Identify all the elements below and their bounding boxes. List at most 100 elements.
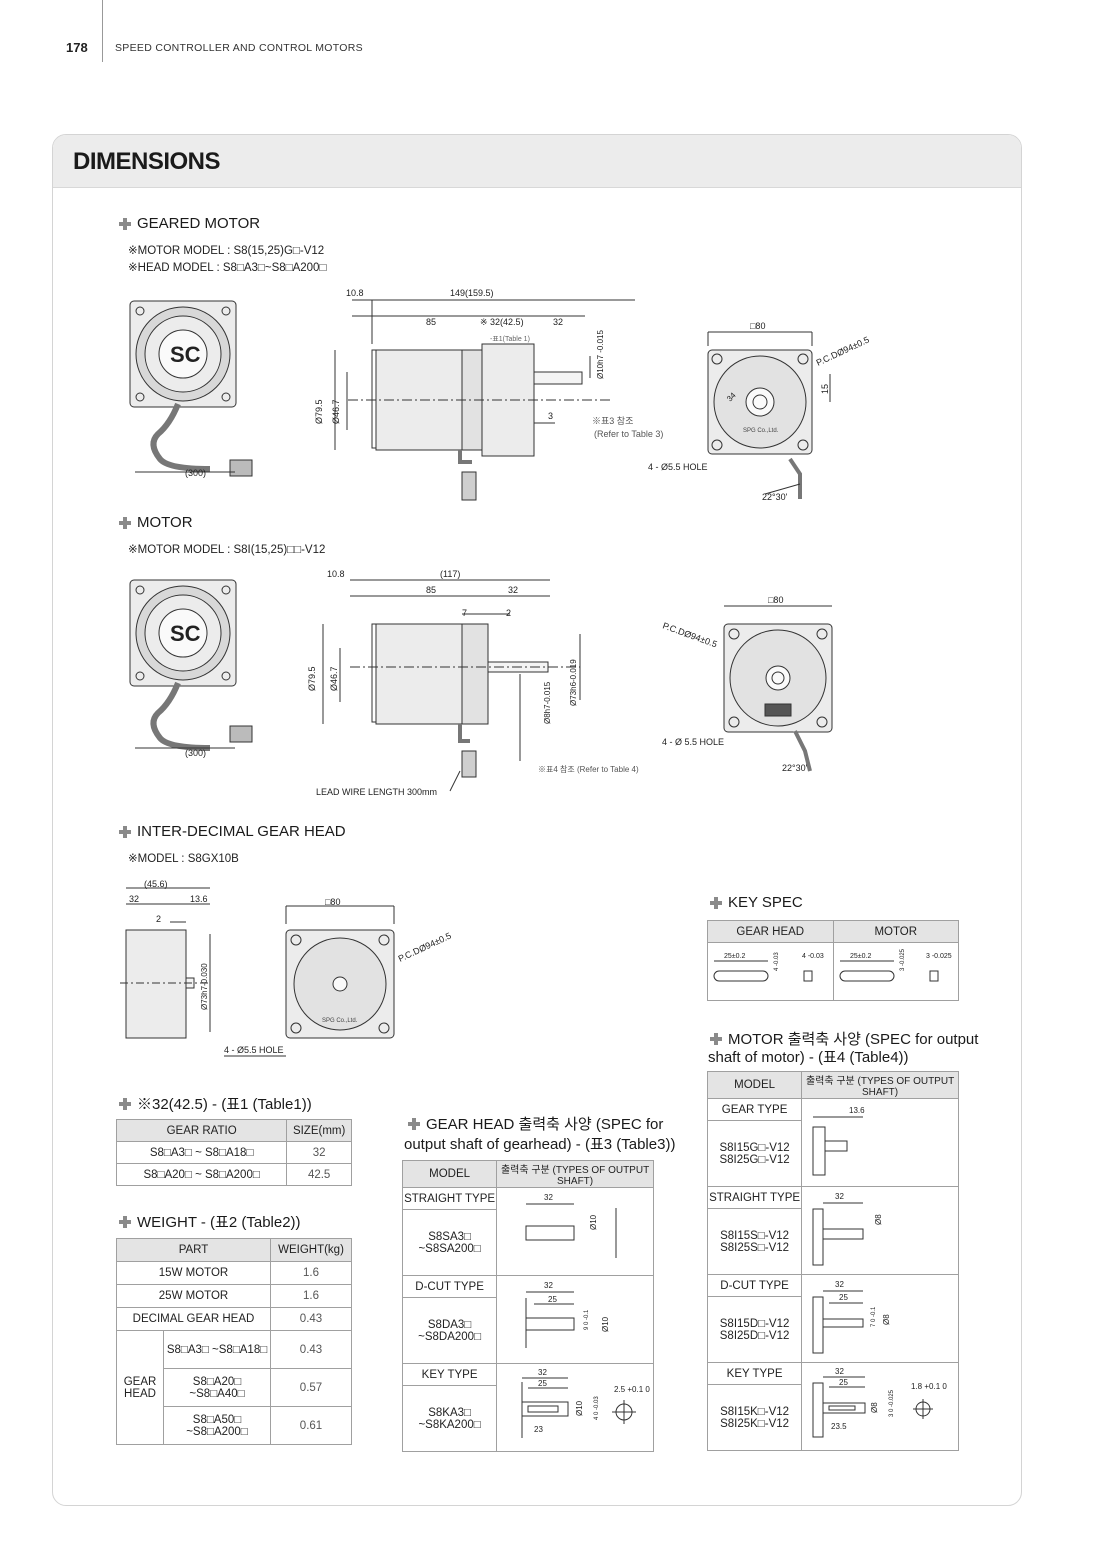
gear-head-dim-9: SPG Co.,Ltd. <box>322 1018 358 1024</box>
table2-gear-row-2-model: S8□A20□ ~S8□A40□ <box>163 1368 271 1407</box>
geared-motor-dim-13: (300) <box>185 468 206 478</box>
table4-gear-dim-1: 13.6 <box>849 1106 865 1115</box>
key-spec-m2: 3 -0.025 <box>900 948 906 971</box>
key-spec-g3: 4 -0.03 <box>802 953 824 960</box>
table2-gear-row-3-weight: 0.61 <box>270 1406 352 1445</box>
geared-motor-dim-19: 22°30' <box>762 492 788 502</box>
table4-key-dim-1: 32 <box>835 1367 844 1376</box>
plus-icon <box>119 825 131 838</box>
key-spec-g1: 25±0.2 <box>724 953 745 960</box>
table3-dcut-dim-2: 25 <box>548 1295 557 1304</box>
geared-motor-dim-1: 10.8 <box>346 288 364 298</box>
table1-title: ※32(42.5) - (표1 (Table1)) <box>137 1096 312 1113</box>
geared-motor-dim-11: ※표3 참조 <box>592 416 633 426</box>
table3-type-key: KEY TYPE <box>401 1363 498 1386</box>
motor-dim-6: 2 <box>506 608 511 618</box>
table4-gear-drawing: 13.6 <box>812 1106 865 1176</box>
gear-head-note-1: ※MODEL : S8GX10B <box>128 853 239 865</box>
key-spec-table: GEAR HEAD MOTOR 25±0.2 4 -0.03 4 -0.03 <box>707 920 959 1001</box>
table4-gear-drawing-cell: 13.6 <box>801 1098 959 1187</box>
table4-type-key: KEY TYPE <box>706 1362 803 1385</box>
panel-header: DIMENSIONS <box>53 135 1021 188</box>
motor-dim-7: Ø79.5 <box>307 666 317 691</box>
page-number: 178 <box>66 40 88 55</box>
table3-key-drawing: 32 25 Ø10 4 0 -0.03 2.5 +0.1 0 23 <box>521 1368 650 1438</box>
table4-title-line1: MOTOR 출력축 사양 (SPEC for output <box>728 1031 979 1048</box>
motor-dim-12: LEAD WIRE LENGTH 300mm <box>316 787 437 797</box>
motor-drawing: SC (300) 10.8 (117) 85 32 7 2 Ø79.5 Ø46.… <box>129 569 833 797</box>
key-spec-header-gear-head: GEAR HEAD <box>707 920 834 943</box>
header-divider <box>102 0 103 62</box>
gear-head-dim-3: 13.6 <box>190 894 208 904</box>
table3: MODEL 출력축 구분 (TYPES OF OUTPUT SHAFT) STR… <box>401 1160 654 1452</box>
table4-dcut-dim-1: 32 <box>835 1280 844 1289</box>
table3-dcut-drawing-cell: 32 25 9 0 -0.1 Ø10 <box>496 1275 654 1364</box>
table4-straight-dim-2: Ø8 <box>874 1214 883 1225</box>
table1-row-2-size: 42.5 <box>286 1163 352 1186</box>
key-spec-m3: 3 -0.025 <box>926 953 952 960</box>
table1-header-size: SIZE(mm) <box>286 1119 352 1142</box>
table4-key-drawing: 32 25 Ø8 3 0 -0.025 1.8 +0.1 0 23.5 <box>812 1367 947 1438</box>
table3-heading: GEAR HEAD 출력축 사양 (SPEC for <box>408 1113 663 1134</box>
gear-head-heading: INTER-DECIMAL GEAR HEAD <box>119 823 346 840</box>
table2-row-3-weight: 0.43 <box>270 1307 352 1331</box>
running-title: SPEED CONTROLLER AND CONTROL MOTORS <box>115 42 363 54</box>
table3-dcut-models: S8DA3□ ~S8DA200□ <box>401 1297 498 1364</box>
geared-motor-dim-4: ※ 32(42.5) <box>480 317 524 327</box>
key-spec-title: KEY SPEC <box>728 894 803 911</box>
table4-dcut-drawing-cell: 32 25 7 0 -0.1 Ø8 <box>801 1274 959 1363</box>
table4-key-models: S8I15K□-V12 S8I25K□-V12 <box>706 1384 803 1451</box>
table4-key-dim-3: Ø8 <box>870 1402 879 1413</box>
motor-dim-5: 7 <box>462 608 467 618</box>
gear-head-dim-1: (45.6) <box>144 879 168 889</box>
table3-dcut-dim-1: 32 <box>544 1281 553 1290</box>
table3-key-dim-4: 4 0 -0.03 <box>594 1396 600 1420</box>
table2-gear-row-1-weight: 0.43 <box>270 1330 352 1369</box>
geared-motor-title: GEARED MOTOR <box>137 215 261 232</box>
motor-dim-3: 85 <box>426 585 436 595</box>
geared-motor-dim-6: -표1(Table 1) <box>490 335 530 343</box>
geared-motor-dim-8: Ø79.5 <box>314 399 324 424</box>
table4-key-dim-6: 23.5 <box>831 1422 847 1431</box>
table2-gear-row-1-model: S8□A3□ ~S8□A18□ <box>163 1330 271 1369</box>
table3-straight-dim-2: Ø10 <box>589 1214 598 1230</box>
table3-dcut-drawing: 32 25 9 0 -0.1 Ø10 <box>525 1281 610 1348</box>
geared-motor-dim-10: 3 <box>548 411 553 421</box>
key-spec-motor-cell: 25±0.2 3 -0.025 3 -0.025 <box>832 942 959 1001</box>
gear-head-dim-6: □80 <box>325 897 340 907</box>
motor-dim-13: ※표4 참조 (Refer to Table 4) <box>538 764 639 774</box>
motor-dim-8: Ø46.7 <box>329 666 339 691</box>
table4-dcut-dim-3: 7 0 -0.1 <box>871 1306 877 1327</box>
table1-row-2-ratio: S8□A20□ ~ S8□A200□ <box>115 1163 288 1186</box>
geared-motor-dim-9: Ø46.7 <box>331 399 341 424</box>
table1-header-gear-ratio: GEAR RATIO <box>115 1119 288 1142</box>
table2-heading: WEIGHT - (표2 (Table2)) <box>119 1211 301 1232</box>
key-spec-heading: KEY SPEC <box>710 894 803 911</box>
key-spec-gear-head-cell: 25±0.2 4 -0.03 4 -0.03 <box>707 942 834 1001</box>
motor-logo-text: SC <box>170 621 201 646</box>
table4-key-dim-5: 1.8 +0.1 0 <box>911 1382 947 1391</box>
table1-row-1-size: 32 <box>286 1141 352 1164</box>
table4-header-model: MODEL <box>706 1071 803 1099</box>
motor-dim-10: Ø73h6-0.019 <box>569 659 578 706</box>
table1-row-1-ratio: S8□A3□ ~ S8□A18□ <box>115 1141 288 1164</box>
motor-dim-11: (300) <box>185 748 206 758</box>
table2-row-3-part: DECIMAL GEAR HEAD <box>116 1307 271 1331</box>
gear-head-dim-5: Ø73h7-0.030 <box>200 963 209 1010</box>
table3-key-dim-5: 2.5 +0.1 0 <box>614 1385 650 1394</box>
table4-straight-dim-1: 32 <box>835 1192 844 1201</box>
geared-motor-dim-12: (Refer to Table 3) <box>594 429 663 439</box>
geared-motor-dim-14: □80 <box>750 321 765 331</box>
table4-straight-models: S8I15S□-V12 S8I25S□-V12 <box>706 1208 803 1275</box>
gear-head-dim-8: 4 - Ø5.5 HOLE <box>224 1045 284 1055</box>
motor-title: MOTOR <box>137 514 193 531</box>
table4-dcut-dim-2: 25 <box>839 1293 848 1302</box>
geared-motor-drawing: SC (300) 10.8 149(159.5) 85 ※ 32(42.5) <box>129 288 871 502</box>
geared-motor-dim-2: 149(159.5) <box>450 288 494 298</box>
table3-type-straight: STRAIGHT TYPE <box>401 1187 498 1210</box>
table3-key-drawing-cell: 32 25 Ø10 4 0 -0.03 2.5 +0.1 0 23 <box>496 1363 654 1452</box>
plus-icon <box>119 1097 131 1110</box>
table4-gear-models: S8I15G□-V12 S8I25G□-V12 <box>706 1120 803 1187</box>
motor-dim-15: P.C.DØ94±0.5 <box>661 620 718 649</box>
table3-header-model: MODEL <box>401 1160 498 1188</box>
